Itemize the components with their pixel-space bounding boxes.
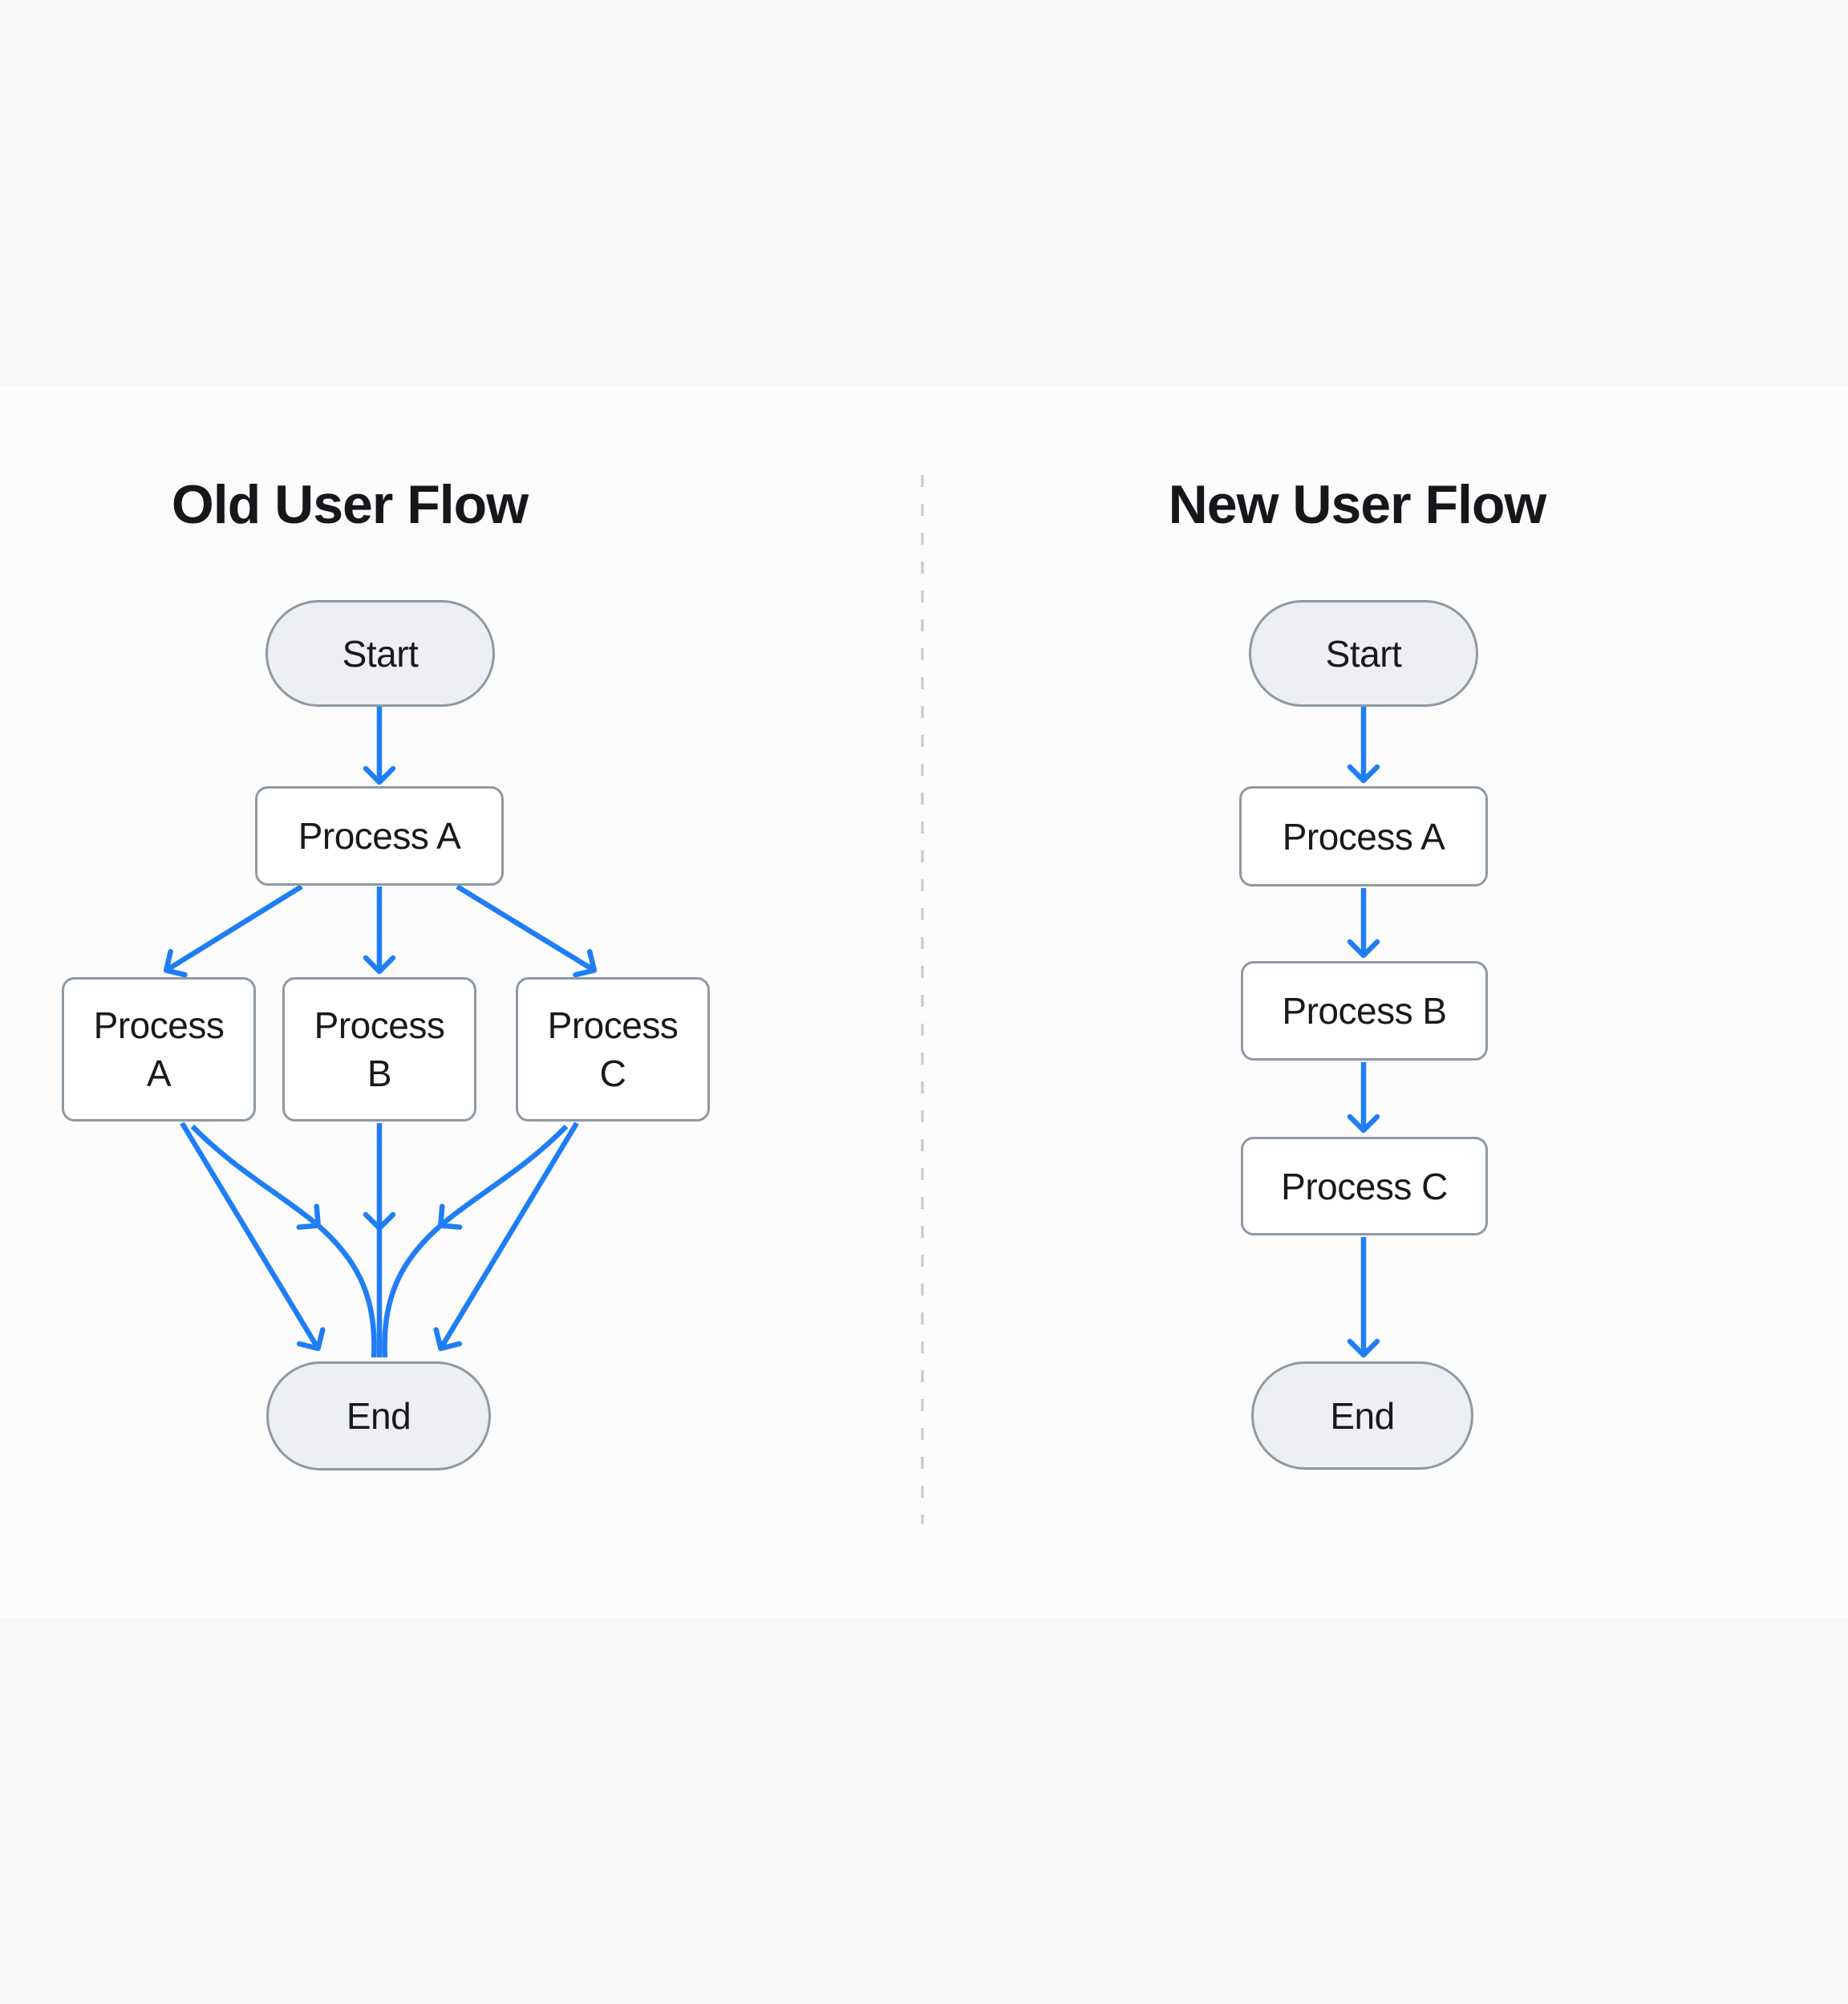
old-end-label: End [346,1395,411,1437]
old-branch-c-label: Process C [547,1004,679,1094]
new-process-c-node: Process C [1241,1137,1488,1235]
old-edge-branchA-to-end-straight [180,1122,326,1352]
new-process-b-label: Process B [1282,990,1447,1032]
new-start-node: Start [1249,600,1478,707]
new-process-b-node: Process B [1241,961,1488,1061]
new-process-c-label: Process C [1281,1165,1448,1207]
old-edge-processA-to-branchA [163,884,303,978]
old-branch-c-node: Process C [516,977,710,1122]
old-flow-title: Old User Flow [171,474,529,535]
old-start-label: Start [342,632,419,675]
new-start-label: Start [1325,632,1402,675]
new-process-a-node: Process A [1239,786,1488,886]
old-branch-a-node: Process A [62,977,256,1122]
old-end-node: End [266,1361,491,1471]
old-edge-branchA-to-end-curve-tail [315,1223,377,1358]
old-branch-a-label: Process A [93,1004,225,1094]
bottom-band [0,1618,1848,2004]
new-end-label: End [1330,1394,1395,1437]
new-process-a-label: Process A [1282,815,1445,858]
old-branch-b-label: Process B [314,1004,445,1094]
old-edge-branchC-to-end-curve-tail [382,1223,444,1358]
old-edge-processA-to-branchC [456,884,598,978]
old-process-top-node: Process A [255,786,504,886]
top-band [0,0,1848,386]
old-edge-branchA-to-end-curve-head [190,1124,322,1230]
old-branch-b-node: Process B [282,977,476,1122]
old-process-top-label: Process A [298,815,461,857]
old-edge-branchC-to-end-curve-head [437,1124,569,1230]
old-edge-branchC-to-end-straight [433,1122,579,1352]
new-end-node: End [1251,1361,1473,1470]
new-flow-title: New User Flow [1168,474,1547,535]
old-start-node: Start [265,600,495,707]
